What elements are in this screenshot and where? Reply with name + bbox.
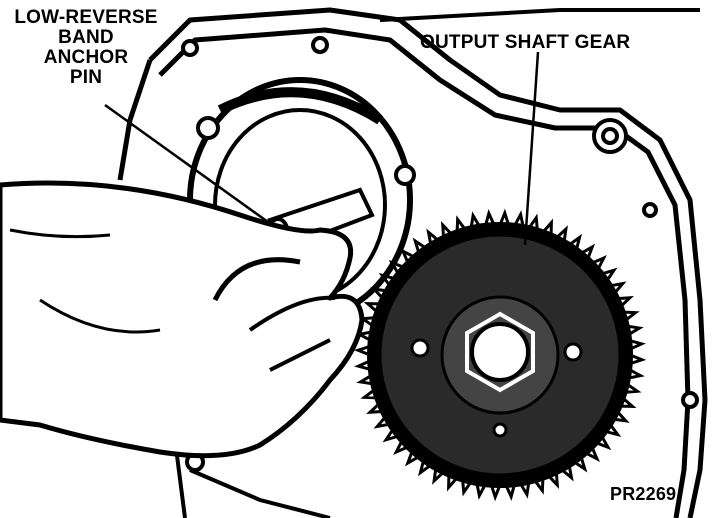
anchor-label-line-3: ANCHOR (43, 47, 129, 68)
output-shaft-gear-label: OUTPUT SHAFT GEAR (420, 32, 631, 53)
figure-id-label: PR2269 (610, 484, 677, 504)
output-shaft-gear (353, 208, 647, 502)
anchor-label-line-2: BAND (58, 27, 114, 48)
anchor-label-line-4: PIN (69, 67, 103, 88)
hand (0, 180, 365, 459)
leader-lines (104, 51, 540, 246)
case-bolts (181, 36, 699, 472)
low-reverse-band-anchor-pin-label: LOW-REVERSE BAND ANCHOR PIN (2, 8, 170, 88)
anchor-label-line-1: LOW-REVERSE (14, 7, 158, 28)
gear-teeth (353, 208, 647, 502)
